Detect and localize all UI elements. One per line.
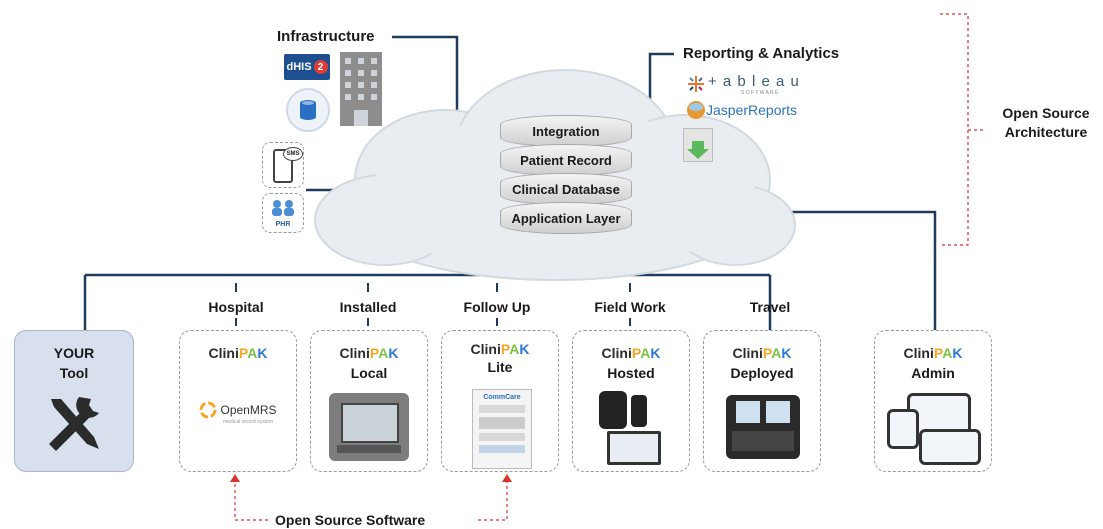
- stack-layer-application: Application Layer: [500, 202, 632, 234]
- reporting-title: Reporting & Analytics: [683, 45, 840, 62]
- category-travel: Travel: [749, 299, 791, 315]
- your-tool-line1: YOUR: [53, 345, 95, 361]
- laptop-image: [919, 429, 981, 465]
- card-deployed-sub: Deployed: [730, 365, 794, 381]
- tableau-text: + a b l e a u: [708, 73, 800, 90]
- stack-layer-integration: Integration: [500, 115, 632, 147]
- card-deployed[interactable]: CliniPAK Deployed: [703, 330, 821, 472]
- openmrs-icon: [199, 401, 217, 419]
- card-your-tool[interactable]: YOUR Tool: [14, 330, 134, 472]
- device-screen: [341, 403, 399, 443]
- card-local-sub: Local: [350, 365, 388, 381]
- tableau-cross-icon: [688, 76, 704, 92]
- your-tool-line2: Tool: [59, 365, 89, 381]
- card-hospital[interactable]: CliniPAK OpenMRS medical record system: [179, 330, 297, 472]
- brand-clinipak: CliniPAK: [339, 345, 399, 361]
- card-local[interactable]: CliniPAK Local: [310, 330, 428, 472]
- rugged-device-image: [329, 393, 409, 461]
- category-installed: Installed: [339, 299, 397, 315]
- device-ports: [337, 445, 401, 453]
- app-row: [479, 417, 525, 429]
- category-follow-up: Follow Up: [463, 299, 531, 315]
- tableau-logo: + a b l e a u S O F T W A R E: [686, 72, 806, 96]
- openmrs-tagline: medical record system: [222, 419, 273, 425]
- card-lite[interactable]: CliniPAK Lite CommCare: [441, 330, 559, 472]
- phone-app-screen: CommCare: [472, 389, 532, 469]
- dhis-text: dHIS: [286, 61, 312, 73]
- architecture-line2: Architecture: [1004, 124, 1088, 140]
- building-icon: [340, 52, 382, 126]
- phr-icon: PHR: [262, 193, 304, 233]
- app-row: [479, 405, 525, 413]
- tools-icon: [49, 397, 99, 451]
- download-report-icon: [683, 128, 713, 162]
- dhis-number: 2: [313, 60, 328, 74]
- phr-label: PHR: [275, 221, 291, 228]
- card-admin-sub: Admin: [911, 365, 955, 381]
- openmrs-logo: OpenMRS: [180, 401, 296, 419]
- category-hospital: Hospital: [208, 299, 264, 315]
- open-source-software-label: Open Source Software: [275, 512, 426, 528]
- card-admin[interactable]: CliniPAK Admin: [874, 330, 992, 472]
- brand-clinipak: CliniPAK: [601, 345, 661, 361]
- card-hosted[interactable]: CliniPAK Hosted: [572, 330, 690, 472]
- tablet-image: [887, 409, 919, 449]
- field-case-image: [726, 395, 800, 459]
- stack-layer-patient-record: Patient Record: [500, 144, 632, 176]
- tableau-small-text: S O F T W A R E: [741, 90, 779, 96]
- category-field-work: Field Work: [594, 299, 666, 315]
- app-row: [479, 433, 525, 441]
- case-screen: [766, 401, 790, 423]
- card-hosted-sub: Hosted: [607, 365, 655, 381]
- phone-image: [631, 395, 647, 427]
- jasper-icon: [687, 101, 705, 119]
- sms-bubble: SMS: [283, 147, 303, 161]
- case-tray: [732, 431, 794, 451]
- case-screen: [736, 401, 760, 423]
- brand-clinipak: CliniPAK: [470, 341, 530, 357]
- brand-clinipak: CliniPAK: [903, 345, 963, 361]
- tablet-image: [599, 391, 627, 429]
- stack-layer-clinical-database: Clinical Database: [500, 173, 632, 205]
- jasper-logo: JasperReports: [686, 100, 806, 122]
- card-lite-sub: Lite: [487, 359, 513, 375]
- app-row: [479, 445, 525, 453]
- infrastructure-title: Infrastructure: [277, 28, 375, 45]
- brand-clinipak: CliniPAK: [732, 345, 792, 361]
- database-icon: [286, 88, 330, 132]
- laptop-image: [607, 431, 661, 465]
- dhis2-logo: dHIS 2: [284, 54, 330, 80]
- architecture-line1: Open Source: [1002, 105, 1090, 121]
- commcare-header: CommCare: [483, 394, 521, 401]
- architecture-label: Open Source Architecture: [990, 104, 1102, 142]
- sms-phone-icon: SMS: [262, 142, 304, 188]
- jasper-text: JasperReports: [706, 102, 798, 118]
- brand-clinipak: CliniPAK: [208, 345, 268, 361]
